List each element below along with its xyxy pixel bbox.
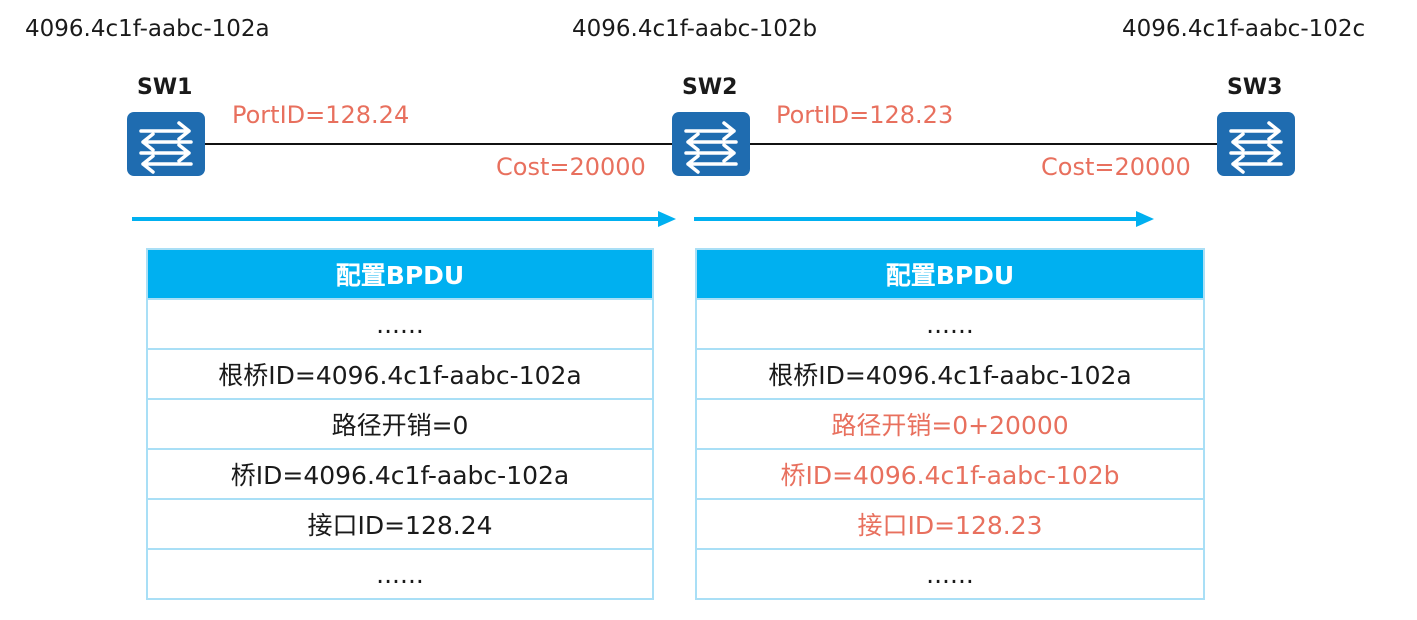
table-header: 配置BPDU — [146, 248, 654, 300]
table-header: 配置BPDU — [695, 248, 1205, 300]
table-row: 根桥ID=4096.4c1f-aabc-102a — [695, 348, 1205, 400]
bpdu-table-sw2: 配置BPDU ...... 根桥ID=4096.4c1f-aabc-102a 路… — [695, 248, 1205, 600]
link-sw2-sw3 — [749, 143, 1219, 145]
link2-port-id: PortID=128.23 — [776, 101, 954, 129]
table-row: ...... — [695, 298, 1205, 350]
table-row: 接口ID=128.23 — [695, 498, 1205, 550]
sw1-label: SW1 — [137, 75, 193, 100]
sw1-bridge-id: 4096.4c1f-aabc-102a — [25, 16, 270, 42]
link-sw1-sw2 — [203, 143, 675, 145]
link1-cost: Cost=20000 — [496, 153, 646, 181]
sw3-bridge-id: 4096.4c1f-aabc-102c — [1122, 16, 1366, 42]
table-row: 路径开销=0 — [146, 398, 654, 450]
bpdu-flow-arrow — [694, 211, 1154, 227]
sw2-label: SW2 — [682, 75, 738, 100]
switch-icon — [672, 112, 750, 176]
sw3-label: SW3 — [1227, 75, 1283, 100]
table-row: ...... — [146, 548, 654, 600]
link2-cost: Cost=20000 — [1041, 153, 1191, 181]
table-row: 桥ID=4096.4c1f-aabc-102a — [146, 448, 654, 500]
switch-icon — [127, 112, 205, 176]
switch-icon — [1217, 112, 1295, 176]
table-row: ...... — [146, 298, 654, 350]
table-row: 接口ID=128.24 — [146, 498, 654, 550]
bpdu-table-sw1: 配置BPDU ...... 根桥ID=4096.4c1f-aabc-102a 路… — [146, 248, 654, 600]
link1-port-id: PortID=128.24 — [232, 101, 410, 129]
bpdu-flow-arrow — [132, 211, 676, 227]
table-row: 桥ID=4096.4c1f-aabc-102b — [695, 448, 1205, 500]
table-row: ...... — [695, 548, 1205, 600]
sw2-bridge-id: 4096.4c1f-aabc-102b — [572, 16, 818, 42]
table-row: 根桥ID=4096.4c1f-aabc-102a — [146, 348, 654, 400]
table-row: 路径开销=0+20000 — [695, 398, 1205, 450]
